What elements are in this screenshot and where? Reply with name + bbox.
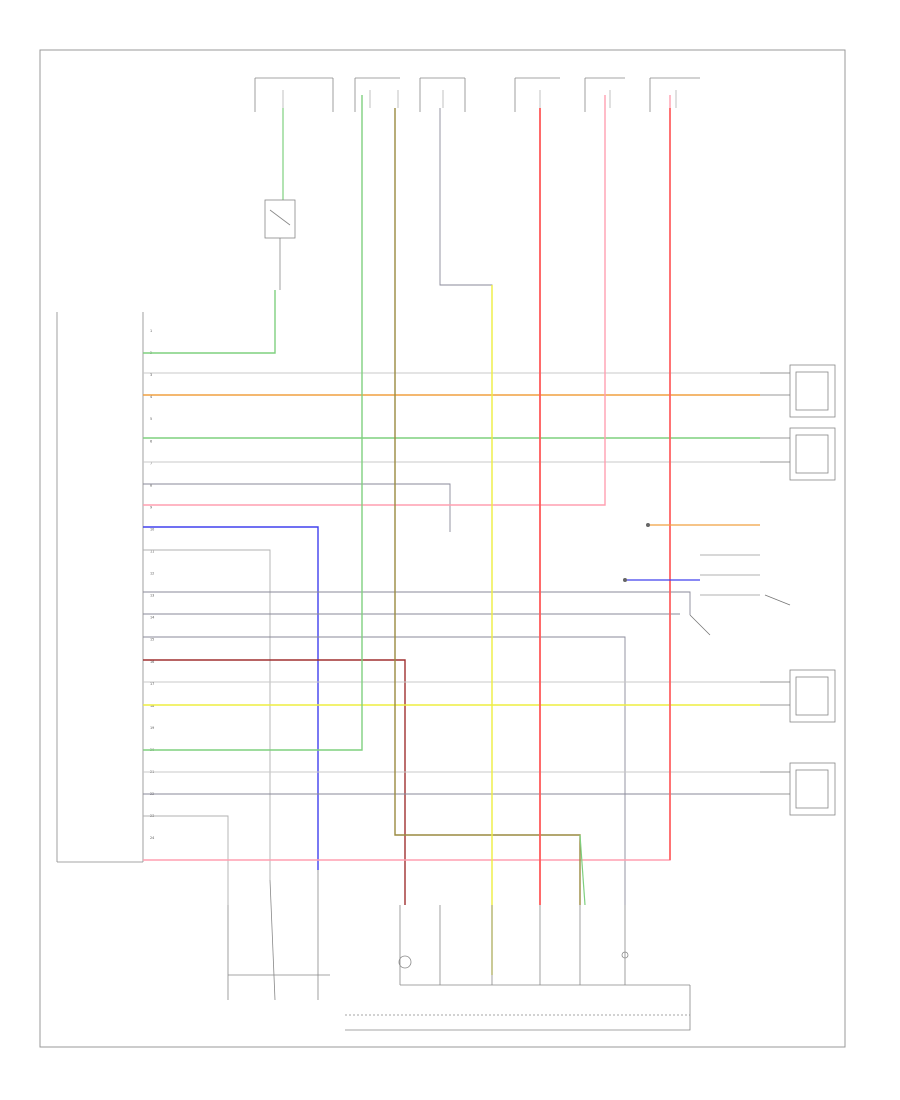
module-pin-number: 4 <box>150 395 152 399</box>
module-pin-number: 9 <box>150 505 152 509</box>
control-module <box>56 312 144 863</box>
wire-green-3 <box>143 95 363 751</box>
module-pin-number: 7 <box>150 461 152 465</box>
wire-green-bottom <box>579 834 586 906</box>
module-pin-number: 17 <box>150 682 154 686</box>
module-pin-number: 10 <box>150 527 154 531</box>
module-pin-number: 13 <box>150 594 154 598</box>
module-pin-number: 1 <box>150 329 152 333</box>
module-pin-number: 5 <box>150 417 152 421</box>
wire-gray-7 <box>143 636 626 905</box>
wire-pink-1 <box>143 95 606 506</box>
module-pin-number: 18 <box>150 704 154 708</box>
wire-olive <box>394 108 581 905</box>
wire-gray-11 <box>143 815 229 905</box>
diagram-border <box>39 49 846 1048</box>
wire-gray-vert <box>439 108 493 290</box>
module-pin-number: 12 <box>150 572 154 576</box>
connector-arrows <box>760 372 790 795</box>
module-wires <box>143 95 760 905</box>
switch-component <box>264 199 296 290</box>
module-pin-number: 19 <box>150 726 154 730</box>
wire-pink-2 <box>143 95 671 861</box>
module-pin-number: 8 <box>150 483 152 487</box>
module-pin-number: 6 <box>150 439 152 443</box>
module-pin-number: 15 <box>150 638 154 642</box>
module-pin-number: 14 <box>150 616 154 620</box>
wire-gray-3 <box>143 483 451 532</box>
module-pin-number: 3 <box>150 373 152 377</box>
wire-gray-5 <box>143 591 691 615</box>
right-connectors <box>789 364 836 816</box>
vertical-wires <box>282 108 671 975</box>
wire-darkred <box>143 659 406 905</box>
fuse-block <box>254 77 700 112</box>
fuse-symbols <box>282 90 677 108</box>
wire-blue <box>143 526 319 870</box>
wire-green-1 <box>143 290 276 354</box>
wire-gray-4 <box>143 549 271 880</box>
module-pin-number: 11 <box>150 550 154 554</box>
module-pin-number: 16 <box>150 660 154 664</box>
orange-switch-area <box>623 523 791 636</box>
module-pin-number: 24 <box>150 836 154 840</box>
bottom-components <box>227 870 691 1031</box>
